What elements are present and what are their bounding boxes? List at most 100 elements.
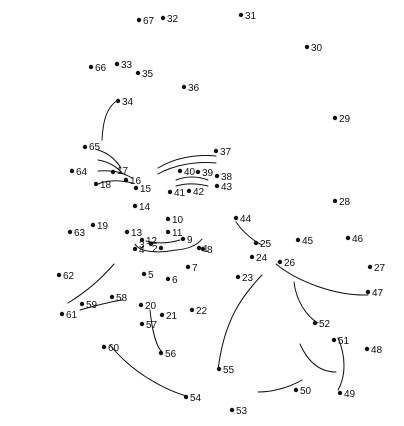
dot-4: 4 <box>132 245 145 256</box>
dot-marker <box>139 321 145 327</box>
dot-marker <box>132 246 138 252</box>
dot-23: 23 <box>235 273 254 284</box>
dot-number-label: 54 <box>190 393 202 404</box>
dot-number-label: 51 <box>338 336 350 347</box>
dot-marker <box>69 168 75 174</box>
dot-65: 65 <box>82 142 101 153</box>
dot-number-label: 65 <box>89 142 101 153</box>
dot-number-label: 64 <box>76 167 88 178</box>
dot-marker <box>56 272 62 278</box>
dot-number-label: 57 <box>146 320 158 331</box>
dot-marker <box>160 15 166 21</box>
dot-marker <box>180 236 186 242</box>
guide-line-right-cheek <box>235 221 263 246</box>
dot-number-label: 12 <box>146 236 158 247</box>
guide-line-left-lid-b <box>97 180 133 185</box>
dot-number-label: 49 <box>344 389 356 400</box>
dot-13: 13 <box>124 228 143 239</box>
dot-number-label: 1 <box>203 244 209 255</box>
dot-number-label: 35 <box>142 69 154 80</box>
dot-number-label: 14 <box>139 202 151 213</box>
dot-number-label: 6 <box>172 275 178 286</box>
dot-marker <box>141 271 147 277</box>
dot-marker <box>332 198 338 204</box>
guide-line-shoulder-a <box>299 343 337 373</box>
dot-9: 9 <box>180 235 193 246</box>
dot-number-label: 38 <box>221 172 233 183</box>
dot-number-label: 29 <box>339 114 351 125</box>
dot-marker <box>364 346 370 352</box>
guide-line-nose-top <box>145 239 181 244</box>
dot-number-label: 50 <box>300 386 312 397</box>
dot-14: 14 <box>132 202 151 213</box>
dot-marker <box>67 229 73 235</box>
dot-7: 7 <box>185 263 198 274</box>
dot-16: 16 <box>123 176 142 187</box>
dot-number-label: 42 <box>193 187 205 198</box>
dot-29: 29 <box>332 114 351 125</box>
dot-marker <box>185 264 191 270</box>
dot-27: 27 <box>367 263 386 274</box>
dot-28: 28 <box>332 197 351 208</box>
dot-33: 33 <box>114 60 133 71</box>
dot-marker <box>138 302 144 308</box>
dot-number-label: 46 <box>352 234 364 245</box>
dot-marker <box>200 246 206 252</box>
dot-marker <box>186 188 192 194</box>
dot-number-label: 44 <box>240 214 252 225</box>
dot-number-label: 67 <box>143 16 155 27</box>
guide-line-chin <box>217 274 263 371</box>
dot-55: 55 <box>216 365 235 376</box>
dot-number-label: 21 <box>166 311 178 322</box>
dot-50: 50 <box>293 386 312 397</box>
dot-58: 58 <box>109 293 128 304</box>
dot-marker <box>90 222 96 228</box>
dot-number-label: 43 <box>221 182 233 193</box>
dot-number-label: 24 <box>256 253 268 264</box>
dot-11: 11 <box>165 228 183 239</box>
dot-marker <box>213 148 219 154</box>
guide-line-right-brow-b <box>157 162 217 175</box>
dot-number-label: 61 <box>66 310 78 321</box>
dot-marker <box>159 312 165 318</box>
dot-34: 34 <box>115 97 134 108</box>
dot-number-label: 28 <box>339 197 351 208</box>
dot-marker <box>253 240 259 246</box>
guide-line-neck-right <box>293 281 319 324</box>
dot-63: 63 <box>67 228 86 239</box>
dot-60: 60 <box>101 343 120 354</box>
dot-number-label: 22 <box>196 306 208 317</box>
dot-6: 6 <box>165 275 178 286</box>
dot-18: 18 <box>93 180 112 191</box>
dot-62: 62 <box>56 271 75 282</box>
dot-marker <box>93 181 99 187</box>
dot-10: 10 <box>165 215 184 226</box>
guide-line-shoulder-b <box>337 337 345 391</box>
dot-57: 57 <box>139 320 158 331</box>
dot-5: 5 <box>141 270 154 281</box>
dot-marker <box>109 294 115 300</box>
dot-marker <box>332 115 338 121</box>
dot-53: 53 <box>229 406 248 417</box>
dot-number-label: 41 <box>174 188 186 199</box>
guide-line-nose-base <box>134 238 203 253</box>
dot-25: 25 <box>253 239 272 250</box>
dot-32: 32 <box>160 14 179 25</box>
dot-number-label: 3 <box>139 240 145 251</box>
dot-26: 26 <box>277 258 296 269</box>
dot-marker <box>312 320 318 326</box>
dot-number-label: 40 <box>184 167 196 178</box>
dot-marker <box>238 12 244 18</box>
dot-3: 3 <box>139 240 154 251</box>
guide-line-jaw <box>275 263 369 296</box>
dot-marker <box>365 289 371 295</box>
dot-marker <box>277 259 283 265</box>
guide-line-mouth <box>149 309 162 352</box>
dot-marker <box>79 301 85 307</box>
dot-56: 56 <box>158 349 177 360</box>
dot-marker <box>139 237 145 243</box>
dot-marker <box>214 173 220 179</box>
dot-30: 30 <box>304 43 323 54</box>
dot-number-label: 25 <box>260 239 272 250</box>
dot-marker <box>216 366 222 372</box>
